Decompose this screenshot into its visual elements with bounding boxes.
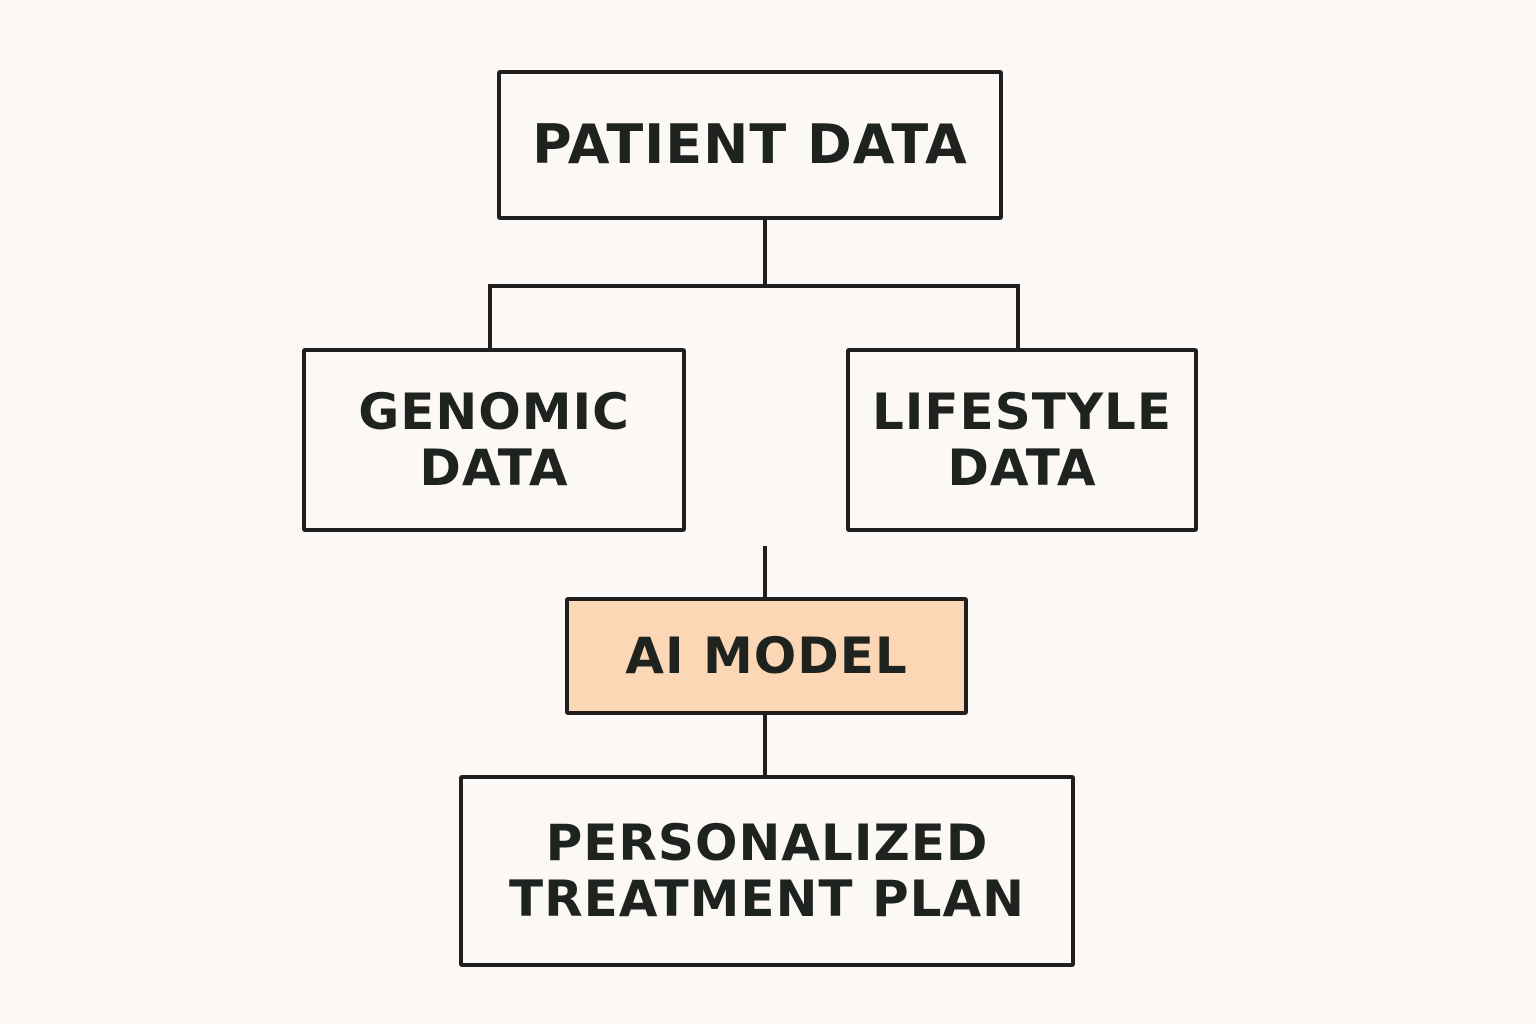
genomic-data-label-line1: GENOMIC <box>358 383 630 441</box>
connector-branch-genomic <box>488 284 492 350</box>
lifestyle-data-label-line1: LIFESTYLE <box>871 383 1173 441</box>
connector-branch-horizontal <box>488 284 1020 288</box>
genomic-data-label-line2: DATA <box>419 439 569 497</box>
genomic-data-node: GENOMIC DATA <box>302 348 686 532</box>
connector-patient-stem <box>763 216 767 288</box>
patient-data-node: PATIENT DATA <box>497 70 1003 220</box>
treatment-plan-label-line2: TREATMENT PLAN <box>508 870 1025 928</box>
connector-ai-model-out <box>763 712 767 778</box>
personalized-treatment-plan-node: PERSONALIZED TREATMENT PLAN <box>459 775 1075 967</box>
treatment-plan-label-line1: PERSONALIZED <box>545 814 989 872</box>
ai-model-node: AI MODEL <box>565 597 968 715</box>
patient-data-label: PATIENT DATA <box>532 112 968 176</box>
lifestyle-data-node: LIFESTYLE DATA <box>846 348 1198 532</box>
connector-branch-lifestyle <box>1016 284 1020 350</box>
lifestyle-data-label-line2: DATA <box>947 439 1097 497</box>
connector-ai-model-in <box>763 546 767 600</box>
ai-model-label: AI MODEL <box>625 627 908 685</box>
